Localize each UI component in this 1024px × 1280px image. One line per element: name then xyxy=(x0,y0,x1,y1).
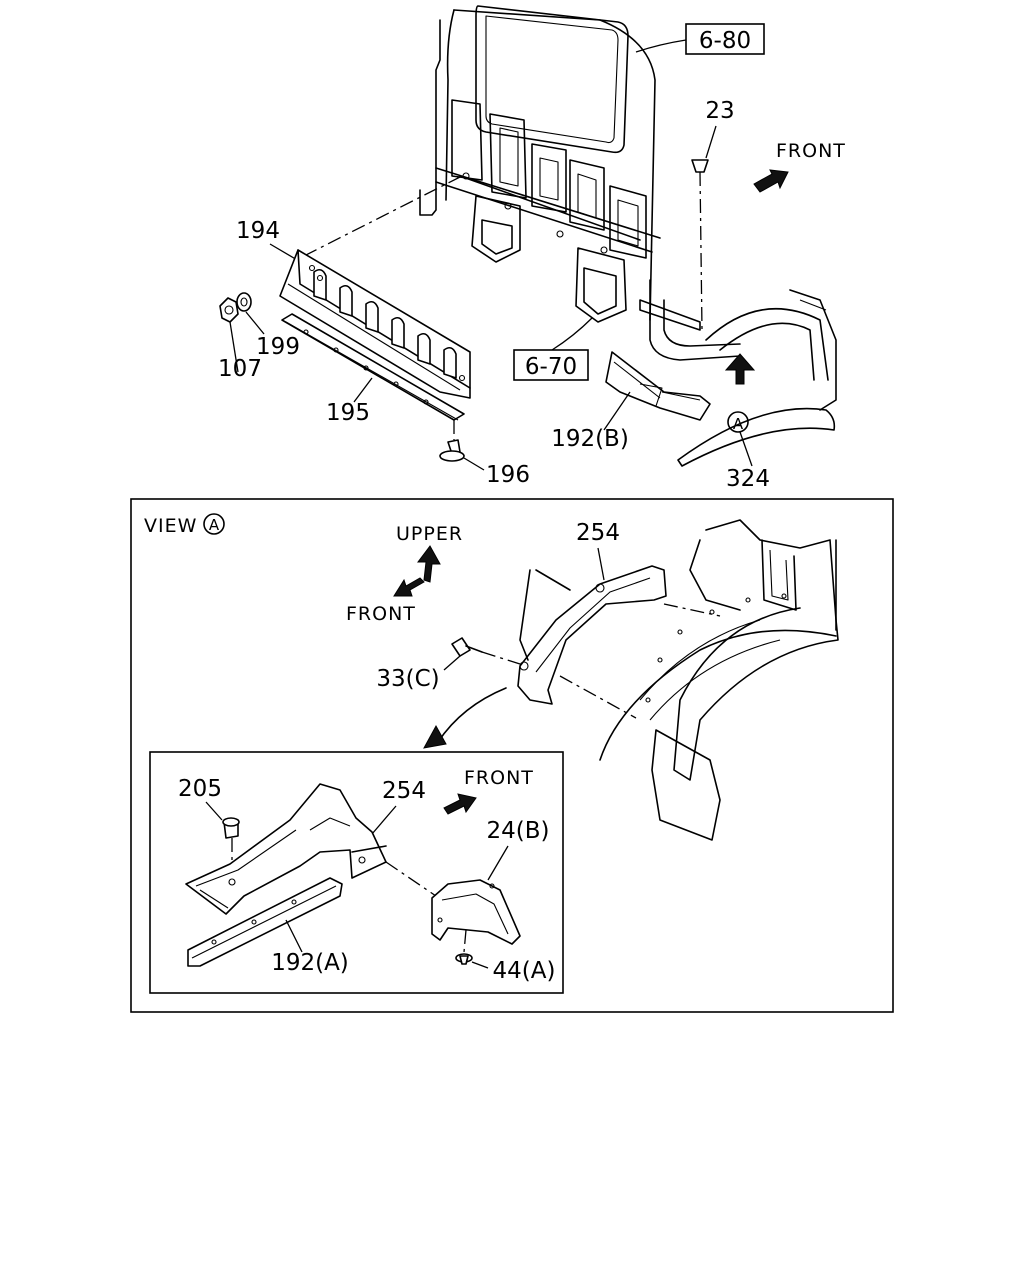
front-direction-detail: FRONT xyxy=(443,767,534,815)
view-a-arrow-icon xyxy=(724,353,756,385)
front-detail-label: FRONT xyxy=(464,767,534,789)
view-a-frame xyxy=(130,498,894,1013)
part-192b-label: 192(B) xyxy=(551,426,629,452)
part-254-detail-label: 254 xyxy=(382,778,426,804)
part-195-label: 195 xyxy=(326,400,370,426)
part-195: 195 xyxy=(281,313,465,426)
cab-rear-panel xyxy=(419,5,837,411)
detail-pointer xyxy=(423,687,507,749)
front-top-label: FRONT xyxy=(776,140,846,162)
upper-arrow-icon xyxy=(417,545,441,583)
ref-6-80-label: 6-80 xyxy=(699,28,751,54)
part-194-label: 194 xyxy=(236,218,280,244)
part-205-label: 205 xyxy=(178,776,222,802)
part-44a: 44(A) xyxy=(455,929,556,984)
part-199-label: 199 xyxy=(256,334,300,360)
ref-6-80: 6-80 xyxy=(635,23,765,55)
part-23: 23 xyxy=(691,98,735,331)
part-192a: 192(A) xyxy=(187,877,349,976)
part-196-label: 196 xyxy=(486,462,530,488)
view-circle-a-label: A xyxy=(209,516,220,534)
front-direction-top: FRONT xyxy=(753,140,846,193)
part-107: 107 xyxy=(218,297,262,382)
part-199: 199 xyxy=(236,292,300,360)
part-107-label: 107 xyxy=(218,356,262,382)
part-324: 324 xyxy=(677,407,836,492)
orientation-arrows: UPPER FRONT xyxy=(346,523,463,625)
part-24b-label: 24(B) xyxy=(487,818,550,844)
ref-6-70: 6-70 xyxy=(513,317,593,381)
detail-inset-frame xyxy=(149,751,564,994)
part-324-label: 324 xyxy=(726,466,770,492)
view-a-fender xyxy=(599,519,839,841)
view-a-marker: A xyxy=(724,353,756,433)
part-24b: 24(B) xyxy=(385,818,550,945)
view-a-title: VIEW A xyxy=(144,513,225,537)
part-23-label: 23 xyxy=(705,98,734,124)
part-196: 196 xyxy=(439,420,530,488)
view-word-label: VIEW xyxy=(144,515,197,537)
part-254-view-label: 254 xyxy=(576,520,620,546)
detail-pointer-arrow-icon xyxy=(423,724,447,749)
front-arrow-detail-icon xyxy=(443,793,477,815)
part-33c-label: 33(C) xyxy=(376,666,439,692)
part-33c: 33(C) xyxy=(376,637,521,692)
part-44a-label: 44(A) xyxy=(493,958,556,984)
front-view-label: FRONT xyxy=(346,603,416,625)
part-192b: 192(B) xyxy=(551,351,711,452)
part-194: 194 xyxy=(236,175,471,399)
front-arrow-icon xyxy=(753,169,789,193)
ref-6-70-label: 6-70 xyxy=(525,354,577,380)
upper-label: UPPER xyxy=(396,523,463,545)
front-arrow-view-icon xyxy=(393,577,425,597)
part-192a-label: 192(A) xyxy=(271,950,349,976)
part-254-view: 254 xyxy=(517,520,721,719)
